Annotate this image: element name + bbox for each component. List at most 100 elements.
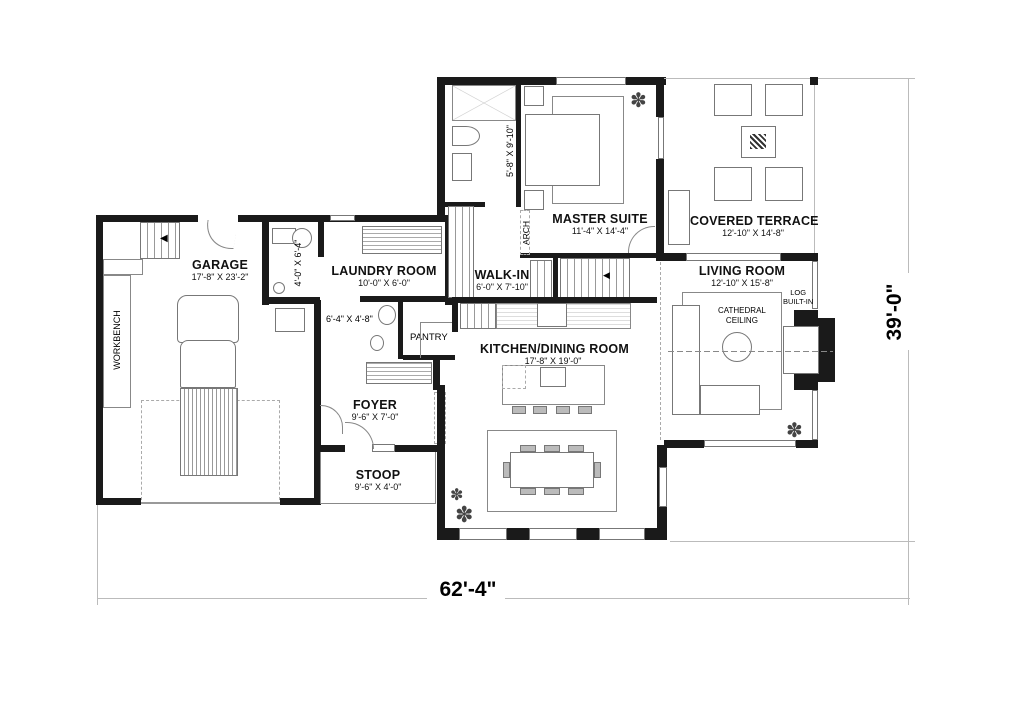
kitchen-plant-icon-2: ✽ <box>455 502 474 527</box>
foyer-label: FOYER 9'-6" X 7'-0" <box>340 398 410 423</box>
walkin-name: WALK-IN <box>474 268 530 282</box>
island-cooktop <box>502 365 526 389</box>
laundry-wall-bottom <box>360 296 452 302</box>
closet-wall-bottom <box>262 297 320 304</box>
truck-bed <box>180 388 238 476</box>
terrace-slider[interactable] <box>686 253 781 261</box>
master-wall-top-left <box>516 77 558 85</box>
kitchen-wall-bottom-1 <box>437 528 459 540</box>
kitchen-window-1 <box>459 528 507 540</box>
sectional-sofa <box>672 305 700 415</box>
living-wall-bottom-left <box>664 440 704 448</box>
width-dimension-tick-right <box>908 540 909 605</box>
garage-wall-bottom-right <box>280 498 320 505</box>
washer-dryer <box>362 226 442 254</box>
foyer-wall-bottom-left <box>320 445 345 452</box>
dining-table <box>510 452 594 488</box>
powder-toilet <box>370 335 384 351</box>
width-dimension-line-left <box>97 598 427 599</box>
utility-sink <box>275 308 305 332</box>
kitchen-window-2 <box>529 528 577 540</box>
dining-chair-2 <box>544 445 560 452</box>
garage-entry-door[interactable] <box>202 220 239 249</box>
fireplace-hearth <box>783 326 819 374</box>
main-stair-arrow-icon: ◀ <box>603 270 610 280</box>
terrace-lounge <box>668 190 690 245</box>
fire-pit-icon <box>750 134 766 149</box>
living-wall-top-right <box>781 253 818 261</box>
master-wall-right-bottom <box>656 159 664 259</box>
laundry-dim: 10'-0" X 6'-0" <box>358 278 410 289</box>
log-line2: BUILT-IN <box>783 297 814 306</box>
master-window-top <box>556 77 626 85</box>
cathedral-line1: CATHEDRAL <box>718 306 766 315</box>
living-name: LIVING ROOM <box>698 264 786 278</box>
stoop-dim: 9'-6" X 4'-0" <box>354 482 402 493</box>
nightstand-bottom <box>524 190 544 210</box>
island-sink <box>540 367 566 387</box>
fridge <box>460 303 496 329</box>
front-door[interactable] <box>345 422 374 449</box>
cathedral-ceiling-label: CATHEDRAL CEILING <box>718 306 766 325</box>
living-centerline <box>668 351 833 352</box>
range-hood <box>537 303 567 327</box>
closet-wall-left <box>262 222 269 305</box>
garage-stairs <box>140 222 180 259</box>
garage-door-line <box>141 502 280 504</box>
living-window-right <box>812 261 818 309</box>
island-stool-3 <box>556 406 570 414</box>
terrace-name: COVERED TERRACE <box>690 214 819 228</box>
ensuite-dim: 5'-8" X 9'-10" <box>505 125 515 177</box>
dining-chair-8 <box>594 462 601 478</box>
living-wall-bottom-right <box>796 440 818 448</box>
tank-circle-small <box>273 282 285 294</box>
terrace-outline-right <box>814 78 815 258</box>
workbench <box>103 275 131 408</box>
walkin-dim: 6'-0" X 7'-10" <box>476 282 528 293</box>
ensuite-wall-bottom <box>445 202 485 207</box>
laundry-name: LAUNDRY ROOM <box>331 264 437 278</box>
dining-chair-6 <box>568 488 584 495</box>
foyer-sidelight <box>372 444 395 452</box>
master-arch <box>520 210 530 255</box>
terrace-dim: 12'-10" X 14'-8" <box>722 228 784 239</box>
terrace-label: COVERED TERRACE 12'-10" X 14'-8" <box>690 214 819 239</box>
island-stool-1 <box>512 406 526 414</box>
garage-wall-bottom-left <box>96 498 141 505</box>
pantry-wall-bottom <box>403 355 455 360</box>
dining-rug <box>487 430 617 512</box>
kitchen-wall-left <box>437 385 445 540</box>
stoop-outline <box>320 452 436 504</box>
terrace-chair-4 <box>765 167 803 201</box>
coffee-table <box>722 332 752 362</box>
living-window-right-lower <box>812 390 818 440</box>
laundry-window <box>330 215 355 221</box>
kitchen-wall-bottom-3 <box>577 528 599 540</box>
dining-chair-5 <box>544 488 560 495</box>
overall-width-label: 62'-4" <box>439 578 497 601</box>
living-label: LIVING ROOM 12'-10" X 15'-8" <box>692 264 792 289</box>
kitchen-name: KITCHEN/DINING ROOM <box>480 342 629 356</box>
living-wall-top-left <box>656 253 686 261</box>
master-label: MASTER SUITE 11'-4" X 14'-4" <box>548 212 652 237</box>
kitchen-wall-top <box>452 297 657 303</box>
master-wall-top-right <box>626 77 666 85</box>
powder-wall-right <box>398 302 403 359</box>
laundry-label: LAUNDRY ROOM 10'-0" X 6'-0" <box>330 264 438 289</box>
walkin-label: WALK-IN 6'-0" X 7'-10" <box>472 268 532 293</box>
terrace-chair-2 <box>765 84 803 116</box>
master-wall-right-top <box>656 77 664 117</box>
living-arch-opening <box>660 262 661 440</box>
depth-dimension-tick-top <box>815 78 915 79</box>
log-builtin-label: LOG BUILT-IN <box>783 288 813 306</box>
width-dimension-line-right <box>505 598 910 599</box>
living-plant-icon: ✽ <box>786 420 803 442</box>
main-stairs <box>560 258 630 298</box>
depth-dimension-line-bottom <box>908 350 909 542</box>
nightstand-top <box>524 86 544 106</box>
bed <box>525 114 600 186</box>
pantry-wall-right <box>452 302 458 332</box>
depth-dimension-line-top <box>908 78 909 273</box>
cathedral-line2: CEILING <box>725 315 758 325</box>
master-window-right <box>658 117 664 159</box>
